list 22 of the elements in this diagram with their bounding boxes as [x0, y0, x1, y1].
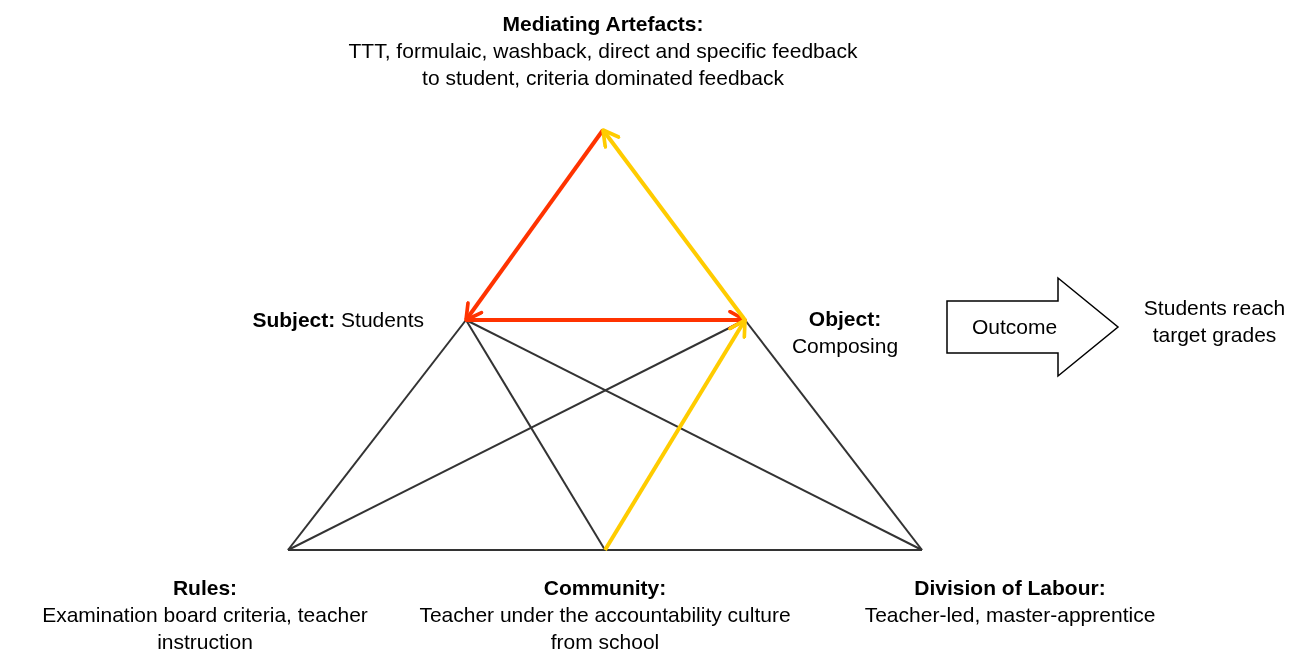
node-description: Students reach target grades	[1142, 295, 1287, 348]
node-description: Composing	[790, 333, 900, 359]
node-description: Teacher-led, master-apprentice	[863, 602, 1157, 628]
node-heading: Mediating Artefacts:	[501, 11, 705, 37]
arrow	[601, 128, 747, 322]
node-heading: Division of Labour:	[913, 575, 1107, 601]
node-description: Subject: Students	[251, 307, 424, 333]
node-heading: Community:	[542, 575, 668, 601]
arrow	[603, 318, 747, 552]
node-description: TTT, formulaic, washback, direct and specific feedback to student, criteria dominated feedback	[347, 38, 859, 91]
connector-line	[465, 319, 606, 551]
connector-line	[744, 319, 923, 551]
block-arrow	[946, 276, 1120, 378]
connector-line	[287, 319, 467, 551]
connector-line	[287, 549, 606, 551]
arrow	[464, 128, 605, 322]
node-heading: Rules:	[171, 575, 239, 601]
edge-label: Outcome	[972, 315, 1058, 339]
node-description: Teacher under the accountability culture from school	[418, 602, 792, 655]
node-description: Examination board criteria, teacher instruction	[41, 602, 369, 655]
node-heading: Object:	[807, 306, 883, 332]
connector-line	[604, 549, 923, 551]
